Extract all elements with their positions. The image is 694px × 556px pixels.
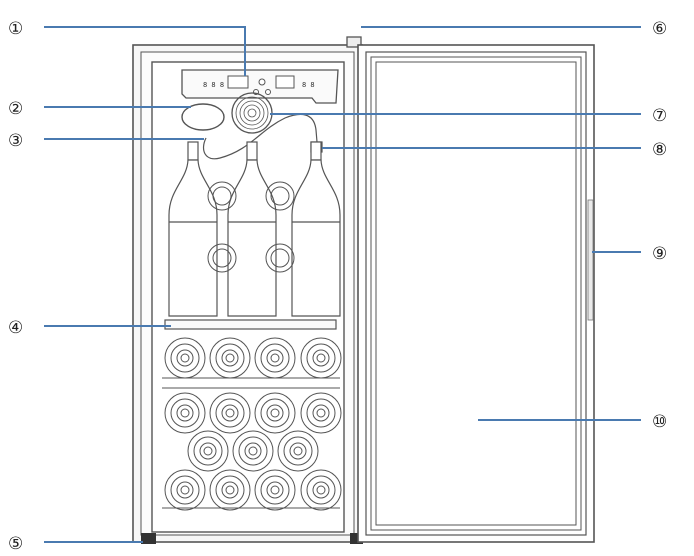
callout-1: ① xyxy=(8,19,23,39)
standing-bottle xyxy=(227,141,277,317)
door-handle xyxy=(587,199,594,321)
bottle-end xyxy=(265,243,295,273)
lying-bottle xyxy=(164,392,206,434)
lying-bottle xyxy=(300,337,342,379)
sensor-cable xyxy=(202,113,318,160)
interior-light xyxy=(181,103,225,131)
callout-8: ⑧ xyxy=(652,140,667,160)
callout-6: ⑥ xyxy=(652,19,667,39)
bottle-end xyxy=(207,181,237,211)
door xyxy=(357,44,595,543)
callout-7: ⑦ xyxy=(652,106,667,126)
callout-3: ③ xyxy=(8,131,23,151)
temperature-display-left: 8 8 8 xyxy=(203,81,224,89)
wire-racks xyxy=(162,377,340,509)
control-panel: 8 8 8 8 8 xyxy=(181,69,339,104)
lying-bottle xyxy=(254,469,296,511)
callout-4: ④ xyxy=(8,318,23,338)
lying-bottle xyxy=(164,469,206,511)
leveling-feet xyxy=(141,533,363,544)
callout-5: ⑤ xyxy=(8,534,23,554)
lying-bottle xyxy=(209,469,251,511)
lying-bottle xyxy=(300,392,342,434)
shelf xyxy=(164,319,337,330)
lying-bottle xyxy=(254,337,296,379)
lying-bottle xyxy=(209,392,251,434)
lying-bottle xyxy=(254,392,296,434)
standing-bottles xyxy=(168,141,341,317)
lying-bottle xyxy=(232,430,274,472)
bottle-end xyxy=(265,181,295,211)
temperature-display-right: 8 8 xyxy=(302,81,315,89)
standing-bottle xyxy=(168,141,218,317)
lying-bottles xyxy=(164,337,342,511)
bottle-end xyxy=(207,243,237,273)
lying-bottle xyxy=(209,337,251,379)
callout-labels: ① ② ③ ④ ⑤ ⑥ ⑦ ⑧ ⑨ ⑩ xyxy=(8,19,667,554)
callout-10: ⑩ xyxy=(652,412,667,432)
leader-1 xyxy=(44,26,246,76)
callout-2: ② xyxy=(8,99,23,119)
lying-bottle xyxy=(277,430,319,472)
standing-bottle xyxy=(291,141,341,317)
callout-9: ⑨ xyxy=(652,244,667,264)
door-hinge xyxy=(346,36,362,48)
leader-lines xyxy=(44,26,641,543)
lying-bottle xyxy=(187,430,229,472)
lying-bottle xyxy=(300,469,342,511)
lying-bottle xyxy=(164,337,206,379)
